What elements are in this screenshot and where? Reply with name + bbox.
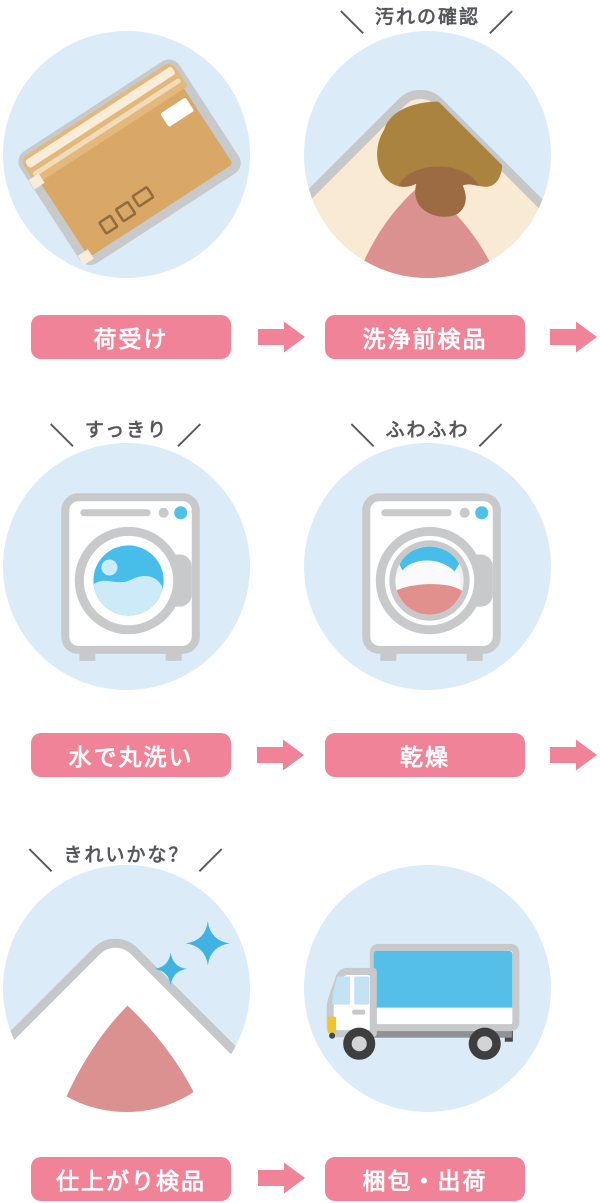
slash-decor-left: ＼: [49, 423, 76, 450]
flow-arrow-icon: [550, 737, 598, 773]
annotation-text: すっきり: [84, 420, 169, 441]
slash-decor-right: ／: [198, 848, 225, 875]
annotation-text: きれいかな？: [63, 845, 190, 866]
step-label: 水で丸洗い: [31, 733, 231, 777]
dryer-machine-icon: [362, 493, 501, 661]
annotation-text: 汚れの確認: [374, 7, 480, 28]
step-label: 洗浄前検品: [325, 315, 525, 359]
flow-arrow-icon: [258, 319, 306, 355]
delivery-truck-icon: [326, 943, 520, 1060]
step-label: 仕上がり検品: [31, 1157, 231, 1201]
step-icon-circle: [304, 443, 551, 690]
step-annotation: ＼ きれいかな？ ／: [3, 840, 250, 875]
flow-arrow-icon: [257, 737, 305, 773]
stained-futon-icon: [304, 89, 551, 278]
step-icon-circle: [304, 865, 551, 1112]
step-label: 乾燥: [325, 733, 525, 777]
slash-decor-left: ＼: [350, 423, 377, 450]
cardboard-box-icon: [18, 59, 241, 266]
step-label: 梱包・出荷: [325, 1157, 525, 1201]
flow-arrow-icon: [258, 1160, 306, 1196]
step-icon-circle: [304, 31, 551, 278]
slash-decor-left: ＼: [28, 848, 55, 875]
step-annotation: ＼ 汚れの確認 ／: [304, 2, 551, 37]
annotation-text: ふわふわ: [385, 420, 470, 441]
slash-decor-right: ／: [489, 10, 515, 37]
step-icon-circle: [3, 443, 250, 690]
step-label: 荷受け: [31, 315, 231, 359]
step-annotation: ＼ すっきり ／: [3, 415, 250, 450]
step-icon-circle: [3, 31, 250, 278]
slash-decor-right: ／: [177, 423, 204, 450]
slash-decor-right: ／: [478, 423, 505, 450]
sparkle-icon: [185, 921, 230, 966]
flow-arrow-icon: [550, 319, 598, 355]
slash-decor-left: ＼: [339, 10, 366, 37]
washing-machine-icon: [61, 493, 200, 661]
step-icon-circle: [3, 865, 250, 1112]
clean-futon-sparkle-icon: [3, 921, 250, 1112]
sparkle-icon: [154, 952, 187, 986]
step-annotation: ＼ ふわふわ ／: [304, 415, 551, 450]
